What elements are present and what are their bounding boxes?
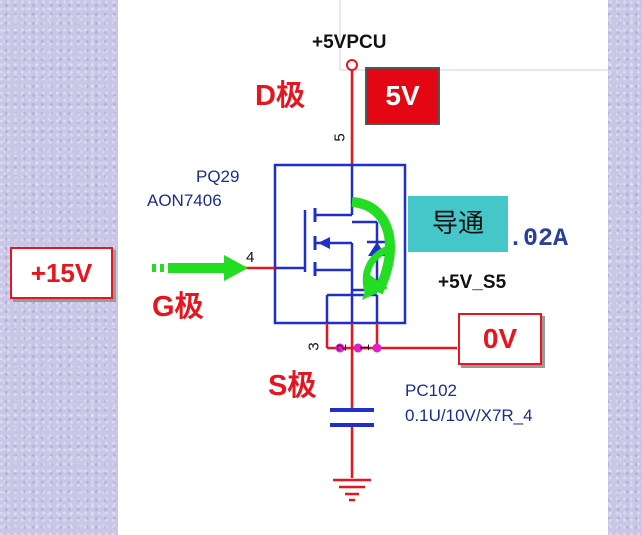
pin-number-gate: 4 (246, 249, 255, 266)
pin-number-drain: 5 (331, 133, 349, 142)
pin-number-source-2: 2 (334, 343, 350, 352)
pin-number-source-3: 3 (305, 342, 323, 351)
gate-arrow-icon (224, 255, 248, 281)
mosfet-package (273, 163, 407, 325)
current-reading: .02A (508, 224, 569, 253)
gate-voltage-badge: +15V (10, 247, 113, 299)
conduction-arrow-inner-icon (362, 244, 392, 293)
source-terminal-label: S极 (268, 370, 317, 402)
mosfet-value-label: AON7406 (147, 191, 222, 210)
gate-terminal-label: G极 (152, 291, 204, 323)
conduction-arrow-icon (351, 197, 395, 295)
channel-arrow-icon (318, 237, 330, 249)
capacitor-value-label: 0.1U/10V/X7R_4 (405, 406, 533, 425)
capacitor-ref-label: PC102 (405, 381, 457, 400)
source-voltage-badge: 0V (458, 313, 542, 365)
pin-number-source-1: 1 (357, 343, 373, 352)
net-label-top: +5VPCU (312, 32, 387, 53)
conduction-state-badge: 导通 (408, 196, 508, 252)
drain-voltage-badge: 5V (365, 67, 440, 125)
rail-connector-icon (346, 59, 358, 71)
net-label-right: +5V_S5 (438, 272, 507, 293)
mosfet-ref-label: PQ29 (196, 167, 240, 186)
junction-node-3 (372, 343, 382, 353)
junction-node-1 (335, 343, 345, 353)
drain-terminal-label: D极 (255, 80, 305, 112)
junction-node-2 (353, 343, 363, 353)
gate-arrow-shaft (168, 263, 226, 273)
